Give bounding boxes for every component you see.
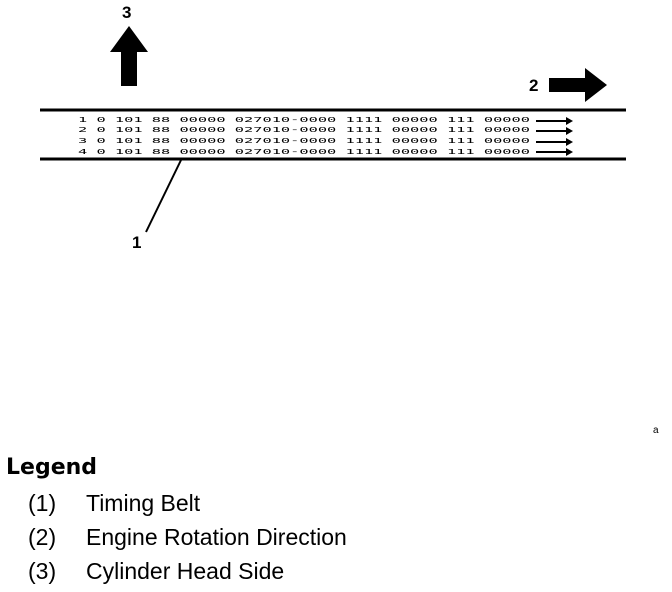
callout-2-label: 2 [529, 76, 538, 95]
belt-direction-arrows [536, 117, 573, 156]
legend-item: (2) Engine Rotation Direction [6, 520, 347, 554]
timing-belt-diagram: 1 0 101 88 00000 027010-0000 1111 00000 … [40, 3, 626, 252]
cylinder-head-side-arrow-icon [110, 26, 148, 86]
legend-item: (1) Timing Belt [6, 486, 347, 520]
legend-item-number: (1) [28, 490, 57, 516]
belt-small-arrow-icon [536, 138, 573, 146]
legend-item-label: Engine Rotation Direction [86, 524, 347, 550]
engine-rotation-arrow-icon [549, 68, 607, 102]
belt-print-row: 4 0 101 88 00000 027010-0000 1111 00000 … [78, 148, 530, 156]
callout-1-label: 1 [132, 233, 141, 252]
callout-1-leader-line [145, 157, 183, 233]
legend-item-number: (2) [28, 524, 57, 550]
belt-small-arrow-icon [536, 117, 573, 125]
legend-item-label: Timing Belt [86, 490, 201, 516]
stray-mark: a [653, 425, 659, 436]
belt-small-arrow-icon [536, 127, 573, 135]
belt-print-row: 2 0 101 88 00000 027010-0000 1111 00000 … [78, 126, 530, 134]
legend-item-number: (3) [28, 558, 57, 584]
legend-item-label: Cylinder Head Side [86, 558, 285, 584]
belt-printed-markings: 1 0 101 88 00000 027010-0000 1111 00000 … [78, 116, 530, 156]
belt-print-row: 1 0 101 88 00000 027010-0000 1111 00000 … [78, 116, 530, 124]
belt-small-arrow-icon [536, 148, 573, 156]
legend-title: Legend [6, 455, 98, 480]
belt-print-row: 3 0 101 88 00000 027010-0000 1111 00000 … [78, 137, 530, 145]
legend: Legend (1) Timing Belt (2) Engine Rotation… [6, 455, 347, 588]
legend-item: (3) Cylinder Head Side [6, 554, 347, 588]
callout-3-label: 3 [122, 3, 131, 22]
